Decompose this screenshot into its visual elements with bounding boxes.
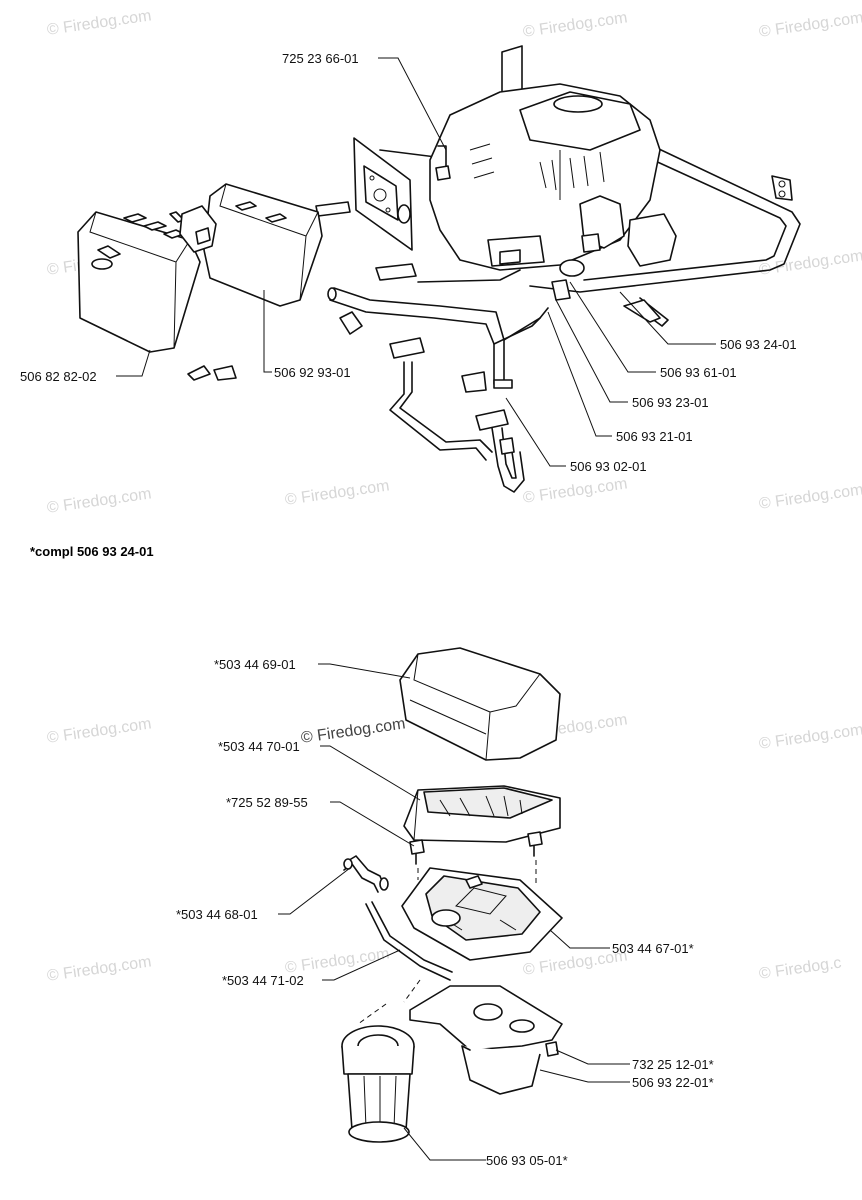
assembly-note: *compl 506 93 24-01 — [30, 544, 154, 559]
part-label-503-44-69-01: *503 44 69-01 — [214, 657, 296, 672]
part-label-503-44-68-01: *503 44 68-01 — [176, 907, 258, 922]
part-label-506-93-23-01: 506 93 23-01 — [632, 395, 709, 410]
plate-drawing — [357, 979, 563, 1095]
pipe-drawing — [389, 337, 525, 493]
part-label-506-93-24-01: 506 93 24-01 — [720, 337, 797, 352]
part-label-506-93-61-01: 506 93 61-01 — [660, 365, 737, 380]
part-label-506-93-22-01: 506 93 22-01* — [632, 1075, 714, 1090]
part-label-506-93-21-01: 506 93 21-01 — [616, 429, 693, 444]
lower-cover-drawing — [399, 647, 561, 761]
leader-lines — [116, 57, 716, 1161]
part-label-725-52-89-55: *725 52 89-55 — [226, 795, 308, 810]
hose-drawing — [327, 287, 549, 393]
seal-strip-drawing — [365, 901, 453, 981]
part-label-503-44-70-01: *503 44 70-01 — [218, 739, 300, 754]
part-label-506-82-82-02: 506 82 82-02 — [20, 369, 97, 384]
part-label-503-44-67-01: 503 44 67-01* — [612, 941, 694, 956]
part-label-725-23-66-01: 725 23 66-01 — [282, 51, 359, 66]
engine-drawing — [315, 45, 801, 327]
filter-drawing — [341, 1025, 415, 1143]
part-label-506-92-93-01: 506 92 93-01 — [274, 365, 351, 380]
part-label-506-93-02-01: 506 93 02-01 — [570, 459, 647, 474]
base-drawing — [401, 867, 563, 961]
part-label-732-25-12-01: 732 25 12-01* — [632, 1057, 714, 1072]
part-label-503-44-71-02: *503 44 71-02 — [222, 973, 304, 988]
screws-drawing — [409, 831, 543, 884]
clip-drawing — [343, 855, 389, 893]
air-cleaner-cover-drawing — [77, 211, 201, 353]
element-drawing — [169, 183, 323, 381]
lower-element-drawing — [403, 785, 561, 843]
part-label-506-93-05-01: 506 93 05-01* — [486, 1153, 568, 1168]
